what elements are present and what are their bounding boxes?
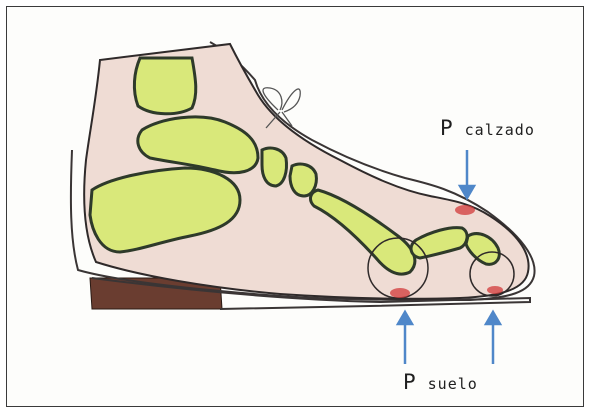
label-calzado-letter: P bbox=[440, 116, 453, 140]
label-suelo-letter: P bbox=[403, 370, 416, 394]
arrow-suelo-toe-head bbox=[486, 312, 500, 324]
label-suelo-word: suelo bbox=[428, 375, 478, 393]
tibia-bone bbox=[134, 58, 195, 114]
navicular-bone bbox=[262, 148, 287, 186]
pressure-spot-ground-toe bbox=[487, 286, 503, 294]
label-calzado-word: calzado bbox=[465, 121, 535, 139]
arrow-suelo-ball-head bbox=[398, 312, 412, 324]
pressure-spot-shoe bbox=[455, 205, 475, 215]
pressure-spot-ground-ball bbox=[390, 288, 410, 298]
